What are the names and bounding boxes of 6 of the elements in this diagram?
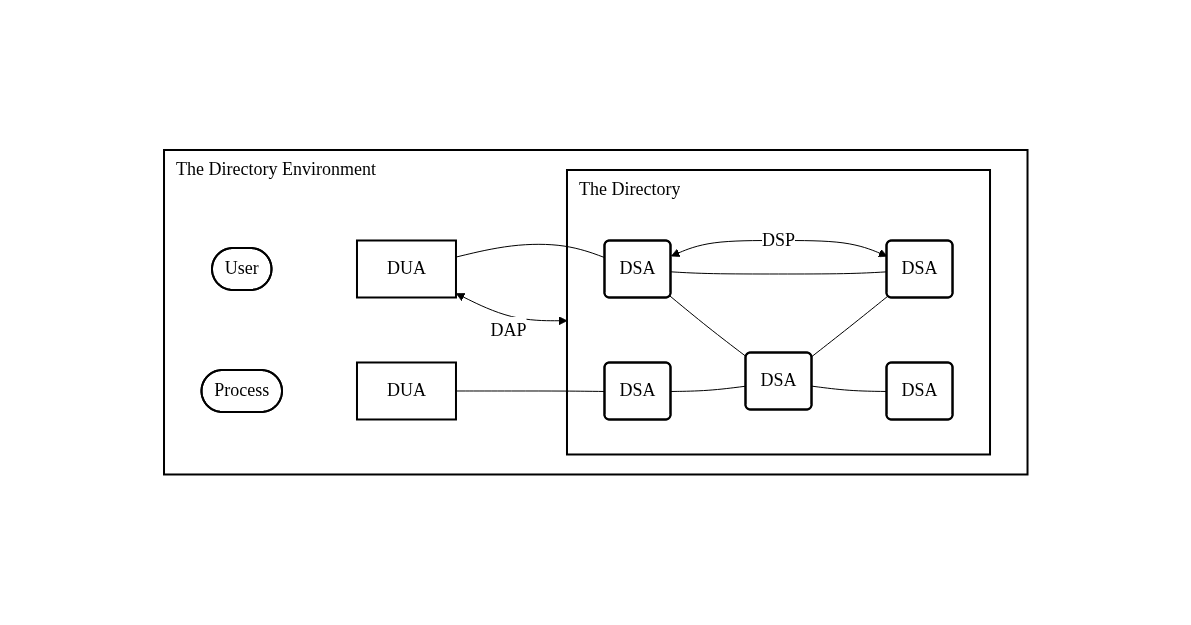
node-box: DUA [355,239,457,299]
edge-label: DSP [761,230,795,251]
connector [811,295,889,358]
node-box: DUA [355,361,457,421]
edge-label: DAP [490,320,527,341]
connector [669,295,747,358]
